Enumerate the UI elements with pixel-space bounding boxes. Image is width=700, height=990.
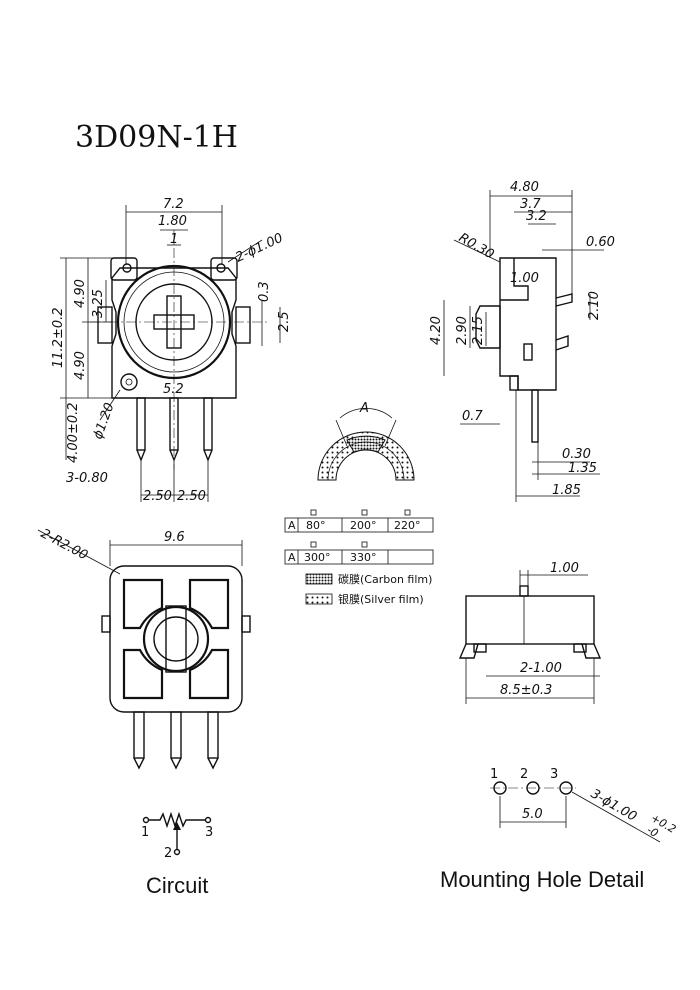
dim-gap: 0.7 bbox=[462, 409, 483, 424]
dim-pad: 2-1.00 bbox=[520, 661, 562, 676]
dim-depth-a: 3.7 bbox=[520, 197, 541, 212]
table-row-2-val-1: 300° bbox=[304, 551, 331, 564]
dim-length: 8.5±0.3 bbox=[500, 683, 552, 698]
dim-lower-half: 4.90 bbox=[73, 351, 88, 380]
circuit-pin-3: 3 bbox=[205, 825, 213, 840]
dim-step-a: 0.3 bbox=[257, 281, 272, 302]
circuit-diagram: 1 3 2 Circuit bbox=[141, 811, 213, 898]
dim-rear-width: 9.6 bbox=[164, 530, 185, 545]
mounting-hole-detail: 1 2 3 5.0 3-ϕ1.00 +0.2 -0 Mounting Hole … bbox=[440, 767, 678, 892]
table-row-2-val-2: 330° bbox=[350, 551, 377, 564]
table-row-2-tag: A bbox=[288, 551, 296, 564]
silver-film-swatch bbox=[305, 593, 333, 605]
dim-hole-dia: ϕ1.20 bbox=[91, 401, 118, 441]
table-row-1-val-1: 80° bbox=[306, 519, 326, 532]
mount-pin-3: 3 bbox=[550, 767, 558, 782]
dim-mount-holes: 2-ϕ1.00 bbox=[233, 231, 285, 266]
dim-body-height: 4.20 bbox=[429, 316, 444, 345]
dim-pitch-2: 2.50 bbox=[177, 489, 206, 504]
front-view: 7.2 1.80 1 2-ϕ1.00 11.2±0.2 4.90 4.90 3.… bbox=[51, 197, 292, 504]
dim-pin-thickness: 0.30 bbox=[562, 447, 591, 462]
dim-depth-b: 3.2 bbox=[526, 209, 547, 224]
dim-slot-height-2: 2.15 bbox=[471, 316, 486, 345]
dim-slot-height: 2.90 bbox=[455, 316, 470, 345]
dim-width: 7.2 bbox=[163, 197, 184, 212]
legend-silver-film: 银膜(Silver film) bbox=[338, 592, 424, 606]
dim-pin-base: 1.85 bbox=[552, 483, 581, 498]
angle-label: A bbox=[359, 401, 369, 416]
dim-tab-height: 2.10 bbox=[587, 291, 602, 320]
legend-carbon-film: 碳膜(Carbon film) bbox=[338, 572, 432, 586]
circuit-pin-1: 1 bbox=[141, 825, 149, 840]
dim-pin-span: 5.2 bbox=[163, 382, 184, 397]
mount-pin-1: 1 bbox=[490, 767, 498, 782]
dim-pin-length: 4.00±0.2 bbox=[66, 402, 81, 463]
dim-pin-offset: 1.35 bbox=[568, 461, 597, 476]
mount-pin-2: 2 bbox=[520, 767, 528, 782]
dim-pin-width: 3-0.80 bbox=[66, 471, 108, 486]
dim-upper-half: 4.90 bbox=[73, 279, 88, 308]
dim-upper-mid: 3.25 bbox=[91, 289, 106, 318]
part-number-title: 3D09N-1H bbox=[75, 120, 238, 155]
dim-tab: 0.60 bbox=[586, 235, 615, 250]
table-row-1-val-2: 200° bbox=[350, 519, 377, 532]
dim-lip: 1.00 bbox=[510, 271, 539, 286]
rear-view: 2-R2.00 9.6 bbox=[37, 526, 251, 770]
table-row-1-tag: A bbox=[288, 519, 296, 532]
table-row-1-val-3: 220° bbox=[394, 519, 421, 532]
dim-step-b: 2.5 bbox=[277, 311, 292, 332]
circuit-caption: Circuit bbox=[146, 873, 208, 898]
carbon-film-swatch bbox=[305, 573, 333, 585]
mount-spacing: 5.0 bbox=[522, 807, 543, 822]
dim-slot-inner: 1 bbox=[170, 232, 178, 247]
side-view: 4.80 3.7 3.2 R0.30 0.60 1.00 2.10 4.20 2… bbox=[429, 180, 615, 502]
circuit-pin-2: 2 bbox=[164, 846, 172, 861]
mounting-caption: Mounting Hole Detail bbox=[440, 867, 644, 892]
dim-slot: 1.80 bbox=[158, 214, 187, 229]
dim-pitch-1: 2.50 bbox=[143, 489, 172, 504]
dim-depth-total: 4.80 bbox=[510, 180, 539, 195]
dim-shaft: 1.00 bbox=[550, 561, 579, 576]
bottom-view: 1.00 2-1.00 8.5±0.3 bbox=[458, 561, 602, 704]
angle-detail: A A 80° 200° 220° A 300° 330° 碳膜(Carbon … bbox=[284, 401, 434, 606]
dim-height-total: 11.2±0.2 bbox=[51, 307, 66, 368]
dim-rear-radius: 2-R2.00 bbox=[38, 526, 90, 563]
